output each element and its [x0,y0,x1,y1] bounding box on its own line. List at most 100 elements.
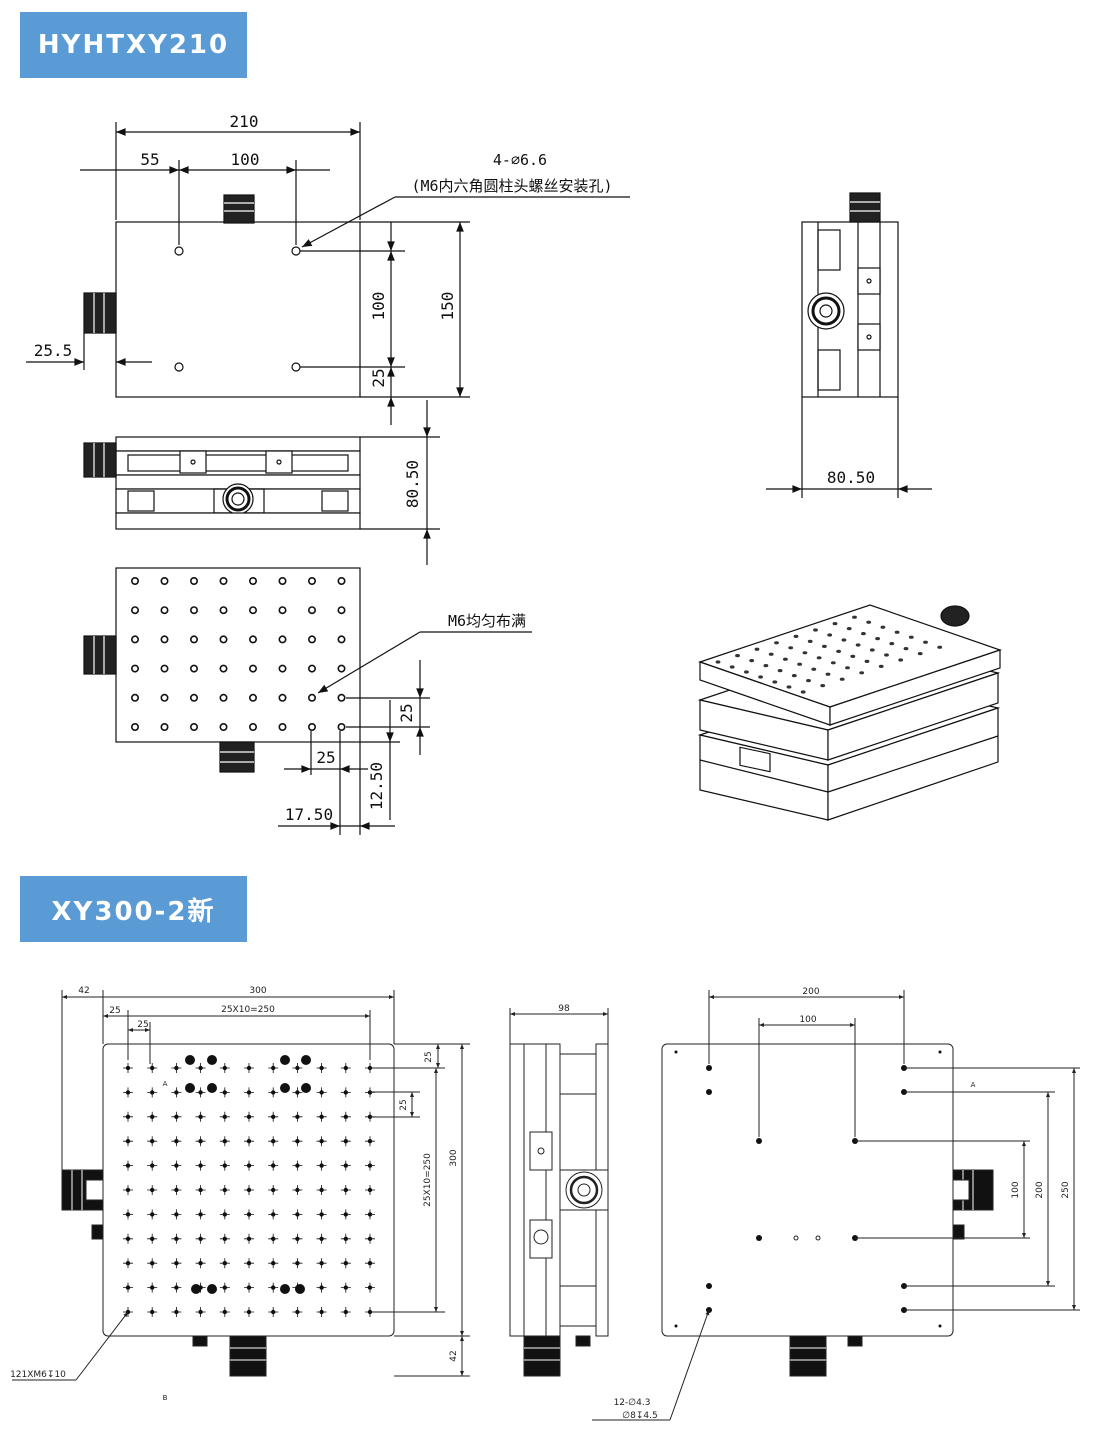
grid-hole [337,606,346,615]
d2-label-b: B [163,1394,168,1402]
hole-crosshair [171,1233,182,1244]
grid-hole [337,635,346,644]
hole-crosshair [147,1209,158,1220]
hole-crosshair [195,1111,206,1122]
hole-crosshair [292,1209,303,1220]
grid-hole [278,606,287,615]
hole-crosshair [365,1258,375,1269]
grid-hole [307,606,316,615]
hole-crosshair [340,1282,351,1293]
d2-top-view [12,990,470,1381]
iso-hole [850,654,856,659]
hole-crosshair [171,1307,182,1317]
d1-dim-100-top: 100 [231,150,260,169]
hole-crosshair [195,1160,206,1171]
iso-hole [878,664,884,669]
grid-hole [219,576,228,585]
hole-crosshair [195,1209,206,1220]
hole-crosshair [147,1160,158,1171]
d1-dim-12-50: 12.50 [367,762,386,810]
d1-isometric-holes [715,615,943,694]
d2-dim-300-top: 300 [249,986,266,996]
hole-crosshair [219,1111,230,1122]
grid-hole [131,635,140,644]
hole-crosshair [316,1209,327,1220]
d1-callout-holes-desc: (M6内六角圆柱头螺丝安装孔) [411,177,612,195]
iso-hole [836,649,841,654]
grid-hole [278,635,287,644]
d1-dim-17-50: 17.50 [285,805,333,824]
hole-crosshair [340,1233,351,1244]
grid-hole [249,606,258,615]
iso-hole [841,638,847,642]
d1-dim-80-50-front: 80.50 [403,460,422,508]
grid-hole [337,722,346,731]
hole-crosshair [340,1258,351,1269]
hole-crosshair [340,1307,351,1317]
hole-crosshair [340,1111,351,1122]
hole-crosshair [171,1258,182,1269]
hole-crosshair [340,1209,351,1220]
iso-hole [875,637,880,641]
iso-hole [889,642,895,646]
hole-crosshair [171,1111,182,1122]
grid-hole [131,664,140,673]
hole-crosshair [244,1258,254,1269]
d2-dim-42-bottom: 42 [449,1350,459,1361]
hole-crosshair [123,1087,133,1098]
hole-crosshair [123,1160,133,1171]
iso-hole [777,669,783,673]
grid-hole [190,693,199,702]
d1-grid-holes [131,576,346,731]
iso-hole [793,634,799,639]
iso-hole [884,653,889,657]
iso-hole [894,630,900,634]
iso-hole [786,685,792,689]
iso-hole [797,662,802,666]
hole-crosshair [244,1111,254,1122]
hole-crosshair [195,1258,206,1269]
hole-crosshair [292,1258,303,1269]
hole-crosshair [171,1282,182,1293]
d1-dim-25-5: 25.5 [34,341,73,360]
hole-crosshair [292,1185,303,1195]
d2-dim-100-top: 100 [799,1015,816,1025]
iso-hole [880,625,886,629]
hole-crosshair [268,1160,279,1171]
grid-hole [337,576,346,585]
d2-dim-42-left: 42 [78,986,89,996]
iso-hole [763,664,769,668]
grid-hole [307,576,316,585]
hole-crosshair [195,1307,206,1317]
hole-crosshair [365,1209,375,1220]
d1-dim-80-50-side: 80.50 [827,468,875,487]
grid-hole [160,606,169,615]
iso-hole [820,684,826,688]
d2-callout-back-1: 12-∅4.3 [614,1398,651,1408]
d1-callout-grid: M6均匀布满 [448,612,526,630]
hole-crosshair [340,1160,351,1171]
iso-hole [758,675,763,679]
hole-crosshair [147,1185,158,1195]
d1-grid-view [83,567,532,835]
d1-front-view [83,400,440,565]
iso-hole [839,677,845,681]
hole-crosshair [316,1063,327,1073]
grid-hole [278,722,287,731]
grid-hole [160,664,169,673]
hole-crosshair [268,1307,279,1317]
iso-hole [807,639,813,644]
d2-dim-200-v: 200 [1035,1181,1045,1198]
iso-hole [859,671,865,675]
iso-hole [729,665,735,669]
iso-hole [788,646,794,650]
hole-crosshair [195,1087,206,1098]
iso-hole [830,661,836,665]
d1-dim-150: 150 [438,292,457,321]
d1-dim-100-side: 100 [369,292,388,321]
iso-hole [749,659,755,663]
hole-crosshair [268,1087,279,1098]
iso-hole [866,620,872,624]
grid-hole [160,722,169,731]
iso-hole [816,656,822,660]
